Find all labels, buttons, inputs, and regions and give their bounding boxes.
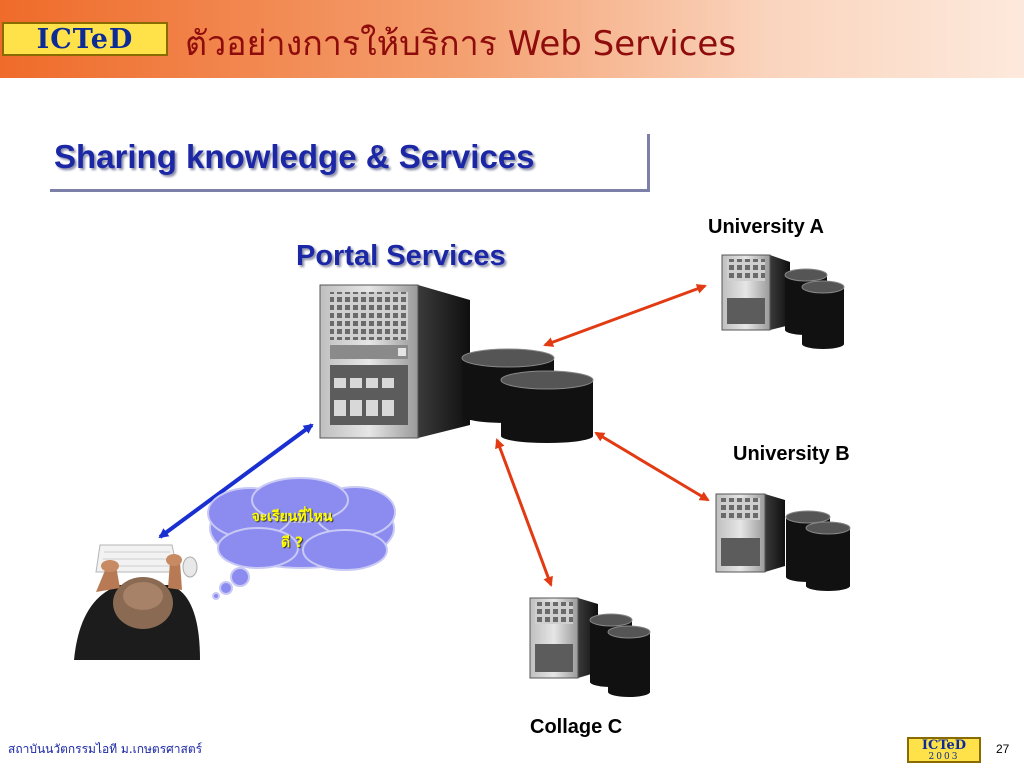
- footer-ictd-logo: ICTeD 2003: [907, 737, 981, 763]
- university-a-database-icon: [784, 268, 845, 349]
- thought-line-1: จะเรียนที่ไหน: [251, 509, 333, 525]
- footer-logo-text: ICTeD: [921, 738, 967, 753]
- page-number: 27: [996, 742, 1010, 756]
- slide-title: ตัวอย่างการให้บริการ Web Services: [185, 24, 737, 64]
- header-banner: ICTeD ตัวอย่างการให้บริการ Web Services: [0, 0, 1024, 78]
- thought-bubble: [207, 477, 396, 600]
- portal-database-icon: [461, 348, 594, 443]
- arrow-portal-university-a: [543, 284, 707, 347]
- slide-subtitle: Sharing knowledge & Services: [54, 138, 535, 175]
- subtitle-frame: [50, 134, 650, 192]
- portal-server-icon: [319, 284, 470, 439]
- university-b-database-icon: [785, 510, 851, 591]
- university-b-server-icon: [715, 493, 785, 573]
- collage-c-database-icon: [589, 613, 651, 697]
- university-a-server-icon: [721, 254, 790, 331]
- arrow-portal-collage-c: [495, 438, 553, 587]
- arrow-portal-university-b: [594, 431, 710, 502]
- logo-text: ICTeD: [36, 23, 134, 55]
- thought-line-2: ดี ?: [280, 535, 304, 551]
- university-b-label: University B: [733, 443, 850, 465]
- ictd-logo: ICTeD: [2, 22, 168, 56]
- arrow-user-portal: [158, 423, 314, 539]
- university-a-label: University A: [708, 216, 824, 238]
- user-at-computer-icon: [74, 544, 200, 660]
- collage-c-server-icon: [529, 597, 598, 679]
- portal-services-label: Portal Services: [296, 240, 506, 272]
- footer-logo-year: 2003: [928, 752, 960, 762]
- collage-c-label: Collage C: [530, 716, 623, 738]
- thought-text: จะเรียนที่ไหน ดี ?: [222, 504, 362, 556]
- footer-institution: สถาบันนวัตกรรมไอที ม.เกษตรศาสตร์: [8, 742, 203, 756]
